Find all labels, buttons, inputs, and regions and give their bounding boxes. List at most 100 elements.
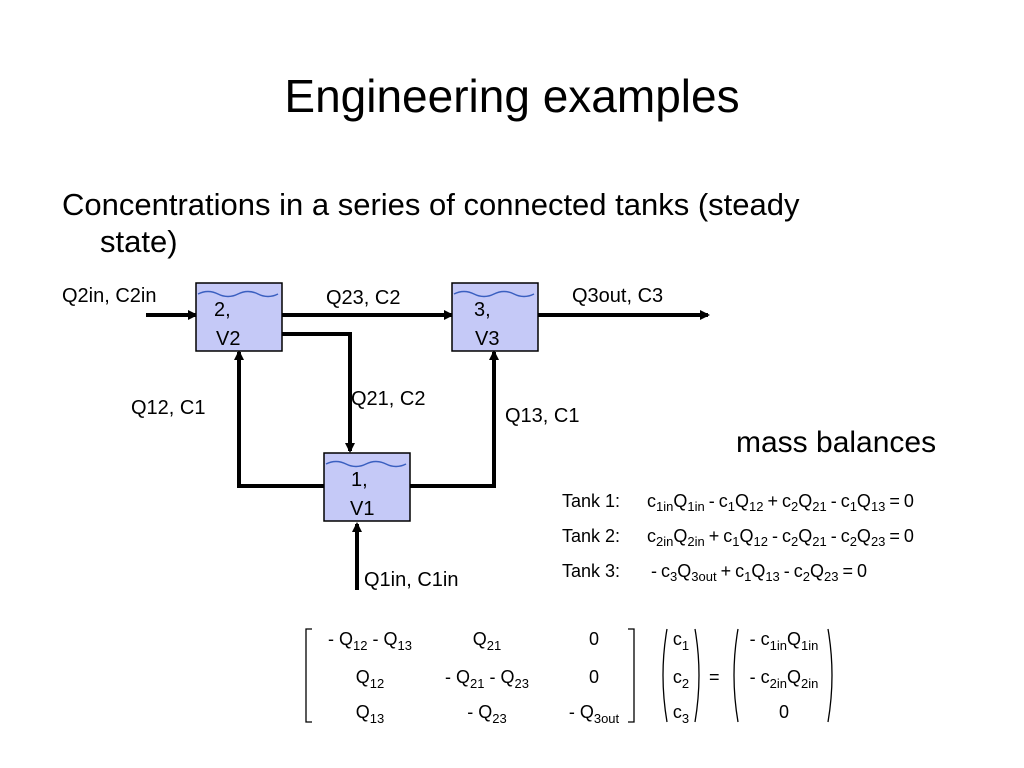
math-subscript: 1 — [744, 569, 752, 584]
flow-q2in-label: Q2in, C2in — [62, 285, 157, 307]
math-operator: + — [720, 561, 732, 581]
equation-body: c1inQ1in-c1Q12+c2Q21-c1Q13=0 — [647, 491, 914, 514]
math-term: Q — [339, 629, 353, 649]
math-operator: - — [771, 526, 778, 546]
math-term: Q23 — [856, 526, 886, 549]
math-term: 0 — [589, 667, 599, 687]
math-term: Q — [473, 629, 487, 649]
vector-b-right-paren — [827, 628, 833, 723]
equation-label: Tank 1: — [562, 491, 621, 511]
tank-2-label-1: 2, — [214, 299, 231, 321]
math-subscript: 23 — [515, 676, 529, 691]
math-subscript: 2 — [802, 569, 811, 584]
matrix-a-cell: - Q21​ - Q23​ — [445, 667, 529, 691]
math-term: Q13 — [856, 491, 886, 514]
math-operator: - — [750, 667, 761, 687]
math-term: 0 — [903, 526, 914, 546]
subtitle-line2: state) — [100, 224, 178, 259]
math-operator: - — [750, 629, 761, 649]
equation-label: Tank 2: — [562, 526, 621, 546]
math-subscript: 21 — [470, 676, 484, 691]
vector-x-right-paren — [694, 628, 700, 723]
math-term: Q12 — [739, 526, 768, 549]
math-term: Q — [356, 667, 370, 687]
math-subscript: 3out — [691, 569, 717, 584]
math-term: Q — [787, 629, 801, 649]
math-subscript: 12 — [753, 534, 768, 549]
equation-tank-1: Tank 1:c1inQ1in-c1Q12+c2Q21-c1Q13=0 — [562, 488, 914, 523]
math-operator: - — [445, 667, 456, 687]
tank-3: 3, V3 — [451, 282, 539, 352]
matrix-a-cell: - Q12​ - Q13​ — [328, 629, 412, 653]
tank-1-label-2: V1 — [350, 498, 374, 520]
math-term: 0 — [903, 491, 914, 511]
math-term: c — [673, 667, 682, 687]
math-subscript: 13 — [370, 711, 384, 726]
math-subscript: 1 — [732, 534, 740, 549]
math-operator: - — [569, 702, 580, 722]
math-subscript: 21 — [812, 499, 827, 514]
math-term: Q — [501, 667, 515, 687]
tank-3-label-2: V3 — [475, 328, 499, 350]
math-subscript: 12 — [370, 676, 384, 691]
math-subscript: 2 — [849, 534, 857, 549]
math-subscript: 2in — [770, 676, 787, 691]
matrix-a-cell: - Q23​ — [467, 702, 506, 726]
mass-balances-heading: mass balances — [736, 426, 937, 459]
math-term: Q1in — [673, 491, 705, 514]
equation-body: -c3Q3out+c1Q13-c2Q23=0 — [647, 561, 867, 584]
vector-b-cell: 0 — [779, 702, 789, 722]
math-term: Q — [384, 629, 398, 649]
matrix-a-cell: Q12​ — [356, 667, 384, 691]
vector-x-left-paren — [662, 628, 668, 723]
math-term: c1 — [840, 491, 857, 514]
subtitle-line1: Concentrations in a series of connected … — [62, 187, 800, 222]
flow-q12-label: Q12, C1 — [131, 397, 205, 419]
math-operator: - — [467, 702, 478, 722]
tank-3-water-surface — [453, 290, 535, 298]
math-term: Q12 — [734, 491, 764, 514]
math-term: Q2in — [673, 526, 705, 549]
math-term: 0 — [779, 702, 789, 722]
math-term: c1 — [735, 561, 752, 584]
math-subscript: 2 — [790, 499, 799, 514]
math-term: Q23 — [810, 561, 839, 584]
math-term: c — [673, 629, 682, 649]
matrix-a-cell: - Q3out​ — [569, 702, 620, 726]
tank-2: 2, V2 — [195, 282, 283, 352]
math-subscript: 1in — [656, 499, 674, 514]
flow-q13-label: Q13, C1 — [505, 405, 579, 427]
math-term: Q21 — [798, 526, 827, 549]
math-term: Q21 — [798, 491, 827, 514]
math-operator: - — [368, 629, 384, 649]
math-subscript: 13 — [765, 569, 780, 584]
flow-q3out-label: Q3out, C3 — [572, 285, 663, 307]
matrix-equals-sign: = — [709, 667, 720, 687]
math-operator: = — [889, 491, 900, 511]
vector-x-cell: c2​ — [673, 667, 689, 691]
math-subscript: 1in — [770, 638, 787, 653]
math-term: Q — [478, 702, 492, 722]
math-term: c1in — [647, 491, 674, 514]
equation-tank-3: Tank 3:-c3Q3out+c1Q13-c2Q23=0 — [562, 558, 914, 593]
math-operator: + — [767, 491, 778, 511]
vector-b-cell: - c2in​Q2in​ — [750, 667, 819, 691]
math-term: Q — [580, 702, 594, 722]
math-term: Q3out — [677, 561, 717, 584]
matrix-a-cell: 0 — [589, 629, 599, 649]
math-term: Q — [456, 667, 470, 687]
flow-q21-line — [282, 332, 355, 453]
math-subscript: 2in — [801, 676, 818, 691]
math-operator: = — [889, 526, 900, 546]
math-subscript: 1 — [682, 638, 689, 653]
math-operator: = — [842, 561, 854, 581]
math-subscript: 23 — [870, 534, 886, 549]
flow-q23-label: Q23, C2 — [326, 287, 400, 309]
tank-1: 1, V1 — [323, 452, 411, 522]
math-term: Q — [787, 667, 801, 687]
vector-x-cell: c1​ — [673, 629, 689, 653]
flow-q1in-label: Q1in, C1in — [364, 569, 459, 591]
math-operator: - — [708, 491, 715, 511]
